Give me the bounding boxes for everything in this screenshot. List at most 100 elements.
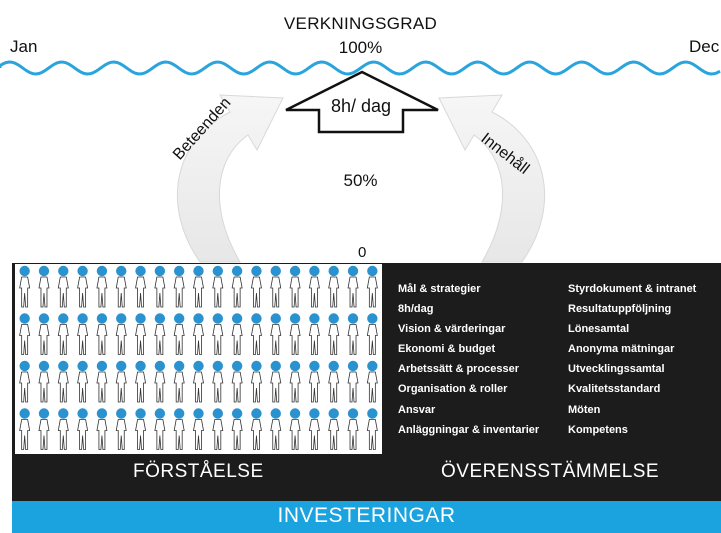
person-figure xyxy=(135,313,147,355)
factor-item: Mål & strategier xyxy=(398,283,481,295)
person-figure xyxy=(231,408,243,450)
person-figure xyxy=(250,265,262,308)
alignment-label: ÖVERENSSTÄMMELSE xyxy=(441,461,660,482)
person-figure xyxy=(19,265,31,308)
person-figure xyxy=(250,360,262,403)
person-figure xyxy=(115,313,127,355)
person-figure xyxy=(212,360,224,403)
wave-line xyxy=(0,60,721,76)
person-figure xyxy=(270,313,282,355)
person-figure xyxy=(19,313,31,355)
factor-item: Kvalitetsstandard xyxy=(568,383,661,396)
center-arrow-label: 8h/ dag xyxy=(330,96,392,116)
people-grid xyxy=(15,264,382,454)
person-figure xyxy=(270,265,282,308)
person-figure xyxy=(308,360,320,403)
person-figure xyxy=(289,408,301,450)
understanding-label: FÖRSTÅELSE xyxy=(133,461,264,482)
person-figure xyxy=(38,313,50,355)
person-figure xyxy=(96,360,108,403)
person-figure xyxy=(38,408,50,450)
person-figure xyxy=(347,360,359,403)
person-figure xyxy=(366,313,378,355)
person-figure xyxy=(193,408,204,450)
person-figure xyxy=(270,360,282,403)
person-figure xyxy=(77,313,89,355)
person-figure xyxy=(77,265,89,308)
person-figure xyxy=(347,408,359,450)
person-figure xyxy=(308,265,320,308)
person-figure xyxy=(115,408,127,450)
person-figure xyxy=(250,408,262,450)
factor-item: Styrdokument & intranet xyxy=(568,283,697,295)
person-figure xyxy=(193,360,204,403)
center-up-arrow xyxy=(285,70,439,134)
person-figure xyxy=(193,313,204,355)
start-month-label: Jan xyxy=(10,37,38,56)
person-figure xyxy=(347,313,359,355)
person-figure xyxy=(173,265,185,308)
factor-item: Lönesamtal xyxy=(568,323,630,336)
person-figure xyxy=(57,408,69,450)
scale-100-label: 100% xyxy=(338,38,383,57)
factor-item: Organisation & roller xyxy=(398,383,508,396)
person-figure xyxy=(173,408,185,450)
factor-item: Ekonomi & budget xyxy=(398,343,496,356)
person-figure xyxy=(308,313,320,355)
person-figure xyxy=(115,360,127,403)
person-figure xyxy=(38,265,50,308)
person-figure xyxy=(231,313,243,355)
chart-title: VERKNINGSGRAD xyxy=(283,14,438,33)
person-figure xyxy=(231,265,243,308)
person-figure xyxy=(135,408,147,450)
person-figure xyxy=(38,360,50,403)
person-figure xyxy=(77,360,89,403)
person-figure xyxy=(19,408,31,450)
person-figure xyxy=(57,360,69,403)
person-figure xyxy=(96,265,108,308)
person-figure xyxy=(57,313,69,355)
person-figure xyxy=(77,408,89,450)
factor-list-right: Styrdokument & intranet Resultatuppföljn… xyxy=(568,279,696,440)
person-figure xyxy=(96,313,108,355)
person-figure xyxy=(347,265,359,308)
person-figure xyxy=(173,313,185,355)
factor-item: Vision & värderingar xyxy=(398,323,506,336)
end-month-label: Dec xyxy=(689,37,720,56)
person-figure xyxy=(328,265,340,308)
person-figure xyxy=(154,360,166,403)
person-figure xyxy=(289,313,301,355)
person-figure xyxy=(366,408,378,450)
scale-50-label: 50% xyxy=(343,171,378,190)
person-figure xyxy=(289,360,301,403)
person-figure xyxy=(19,360,31,403)
person-figure xyxy=(231,360,243,403)
person-figure xyxy=(250,313,262,355)
factor-item: Kompetens xyxy=(568,423,628,436)
person-figure xyxy=(212,265,224,308)
investment-label: INVESTERINGAR xyxy=(277,504,456,527)
person-figure xyxy=(212,408,224,450)
person-figure xyxy=(328,408,340,450)
factor-item: Anläggningar & inventarier xyxy=(398,423,540,436)
person-figure xyxy=(135,360,147,403)
person-figure xyxy=(328,313,340,355)
factor-item: Arbetssätt & processer xyxy=(398,363,520,376)
factor-list-left: Mål & strategier 8h/dag Vision & värderi… xyxy=(398,279,539,440)
factor-item: Anonyma mätningar xyxy=(568,343,675,356)
person-figure xyxy=(289,265,301,308)
investment-band xyxy=(12,501,721,533)
person-figure xyxy=(308,408,320,450)
person-figure xyxy=(328,360,340,403)
scale-0-label: 0 xyxy=(358,244,367,261)
person-figure xyxy=(115,265,127,308)
person-figure xyxy=(366,265,378,308)
person-figure xyxy=(96,408,108,450)
right-curved-arrow xyxy=(438,94,546,263)
person-figure xyxy=(154,408,166,450)
people-figures xyxy=(19,265,378,450)
person-figure xyxy=(154,265,166,308)
person-figure xyxy=(212,313,224,355)
top-diagram xyxy=(0,60,721,263)
person-figure xyxy=(366,360,378,403)
